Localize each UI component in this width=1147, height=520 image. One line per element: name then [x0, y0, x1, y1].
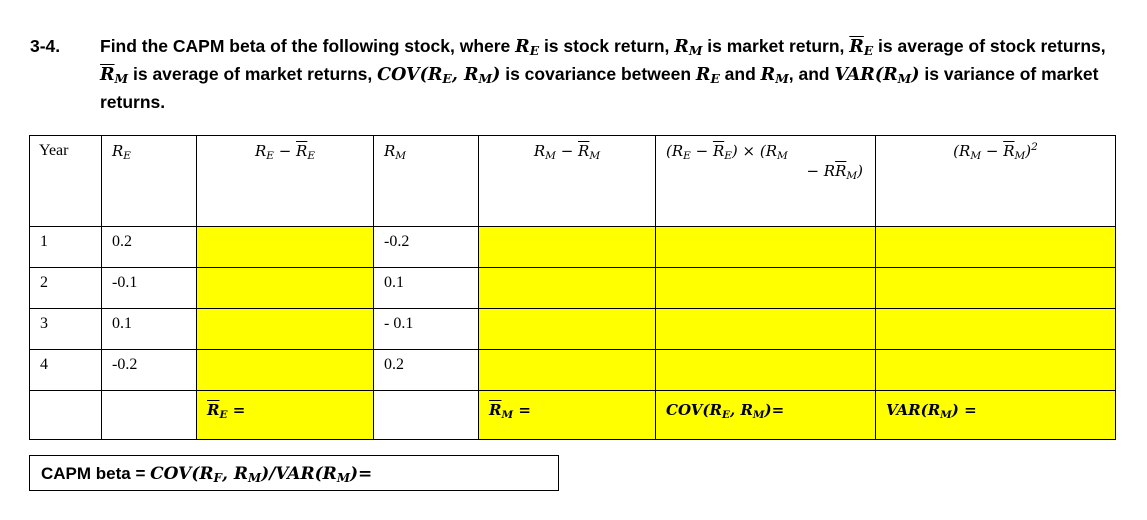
rm-minus-mean-cell[interactable] [478, 267, 656, 309]
returns-table: Year RE RE − RE RM RM − RM (RE − RE) × (… [29, 135, 1116, 440]
re-cell: 0.1 [101, 308, 197, 350]
totals-empty-year [29, 390, 102, 440]
header-product: (RE − RE) × (RM − RRM) [655, 135, 876, 227]
question-text: Find the CAPM beta of the following stoc… [100, 36, 1106, 112]
re-minus-mean-cell[interactable] [196, 308, 374, 350]
re-cell: -0.1 [101, 267, 197, 309]
rm-squared-cell[interactable] [875, 308, 1116, 350]
rm-squared-cell[interactable] [875, 226, 1116, 268]
rm-cell: -0.2 [373, 226, 479, 268]
product-cell[interactable] [655, 308, 876, 350]
re-minus-mean-cell[interactable] [196, 226, 374, 268]
header-rm-minus-mean: RM − RM [478, 135, 656, 227]
re-cell: -0.2 [101, 349, 197, 391]
year-cell: 4 [29, 349, 102, 391]
header-rm-squared: (RM − RM)2 [875, 135, 1116, 227]
year-cell: 2 [29, 267, 102, 309]
year-cell: 1 [29, 226, 102, 268]
year-cell: 3 [29, 308, 102, 350]
table-row: 1 0.2 -0.2 [29, 226, 1116, 268]
rm-cell: 0.1 [373, 267, 479, 309]
header-rm: RM [373, 135, 479, 227]
totals-row: RE = RM = COV(RE, RM)= VAR(RM) = [29, 390, 1116, 440]
cov-answer[interactable]: COV(RE, RM)= [655, 390, 876, 440]
rm-cell: 0.2 [373, 349, 479, 391]
table-row: 2 -0.1 0.1 [29, 267, 1116, 309]
product-cell[interactable] [655, 226, 876, 268]
table-row: 4 -0.2 0.2 [29, 349, 1116, 391]
table-row: 3 0.1 - 0.1 [29, 308, 1116, 350]
product-cell[interactable] [655, 349, 876, 391]
rm-minus-mean-cell[interactable] [478, 349, 656, 391]
rm-minus-mean-cell[interactable] [478, 226, 656, 268]
re-mean-answer[interactable]: RE = [196, 390, 374, 440]
product-cell[interactable] [655, 267, 876, 309]
rm-minus-mean-cell[interactable] [478, 308, 656, 350]
re-minus-mean-cell[interactable] [196, 349, 374, 391]
header-re-minus-mean: RE − RE [196, 135, 374, 227]
header-re: RE [101, 135, 197, 227]
re-cell: 0.2 [101, 226, 197, 268]
var-answer[interactable]: VAR(RM) = [875, 390, 1116, 440]
rm-squared-cell[interactable] [875, 349, 1116, 391]
rm-cell: - 0.1 [373, 308, 479, 350]
rm-mean-answer[interactable]: RM = [478, 390, 656, 440]
question-number: 3-4. [30, 36, 61, 56]
header-year: Year [29, 135, 102, 227]
re-minus-mean-cell[interactable] [196, 267, 374, 309]
totals-empty-re [101, 390, 197, 440]
capm-beta-box[interactable]: CAPM beta = COV(RF, RM)/VAR(RM)= [29, 455, 559, 491]
rm-squared-cell[interactable] [875, 267, 1116, 309]
table-header-row: Year RE RE − RE RM RM − RM (RE − RE) × (… [29, 135, 1116, 227]
totals-empty-rm [373, 390, 479, 440]
